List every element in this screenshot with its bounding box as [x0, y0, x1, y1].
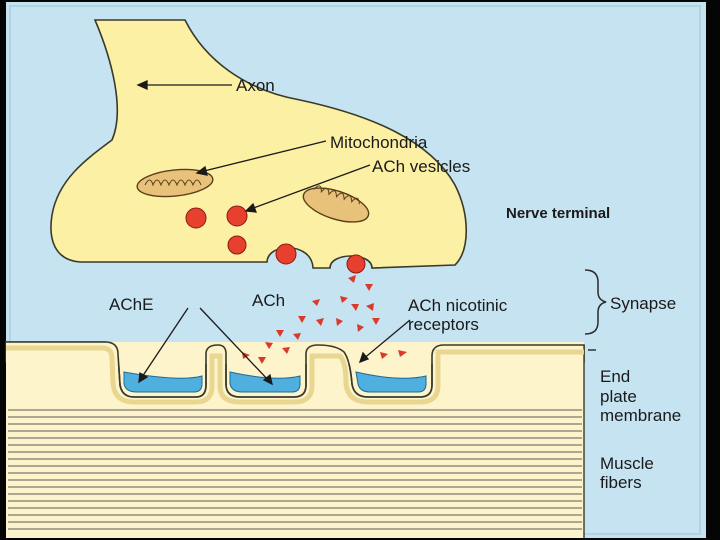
vesicle-docked — [276, 244, 296, 264]
label-membrane: membrane — [600, 406, 681, 425]
vesicle — [186, 208, 206, 228]
label-fibers: fibers — [600, 473, 642, 492]
label-mitochondria: Mitochondria — [330, 133, 428, 152]
label-axon: Axon — [236, 76, 275, 95]
label-ache: AChE — [109, 295, 153, 314]
vesicle — [228, 236, 246, 254]
label-plate: plate — [600, 387, 637, 406]
label-receptors: receptors — [408, 315, 479, 334]
label-synapse: Synapse — [610, 294, 676, 313]
label-ach-vesicles: ACh vesicles — [372, 157, 470, 176]
label-ach: ACh — [252, 291, 285, 310]
vesicle — [227, 206, 247, 226]
label-ach-nicotinic: ACh nicotinic — [408, 296, 508, 315]
label-end: End — [600, 367, 630, 386]
label-nerve-terminal: Nerve terminal — [506, 205, 610, 222]
label-muscle: Muscle — [600, 454, 654, 473]
vesicle-releasing — [347, 255, 365, 273]
